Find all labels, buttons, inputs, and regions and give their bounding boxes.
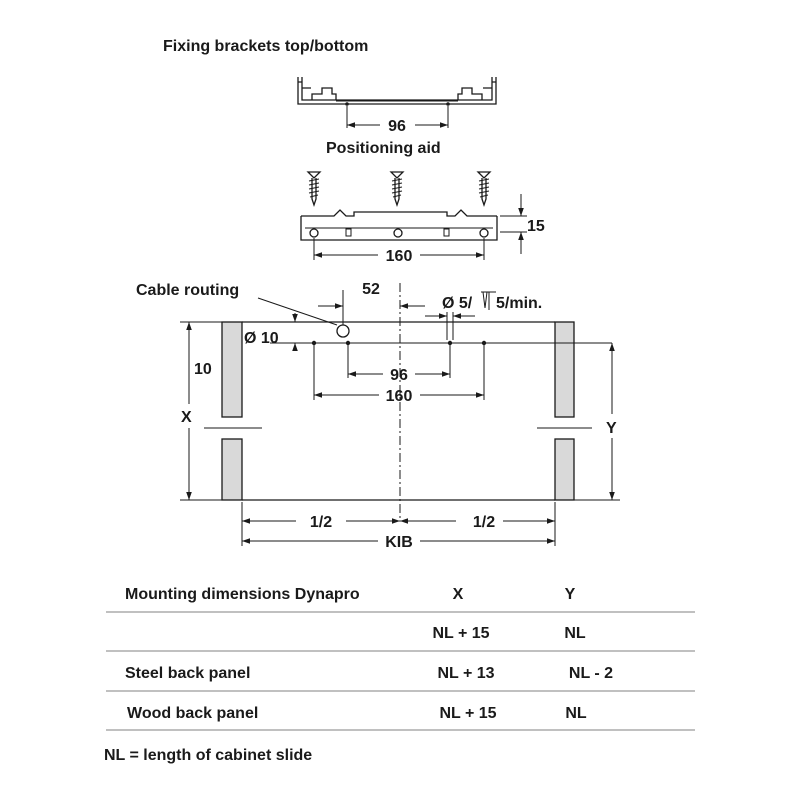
- table-header-x: X: [453, 586, 464, 603]
- cable-diameter-label: Ø 10: [244, 330, 279, 347]
- cabinet-outline: [204, 283, 592, 520]
- cable-routing-label: Cable routing: [136, 282, 239, 299]
- half-right-label: 1/2: [473, 514, 495, 531]
- footnote: NL = length of cabinet slide: [104, 747, 312, 764]
- aid-spacing-dimension: 160: [313, 238, 485, 265]
- inner-96-dimension: 96: [347, 345, 451, 384]
- row-y-value: NL: [564, 625, 586, 642]
- row-y-value: NL: [565, 705, 587, 722]
- screw-icon: [389, 171, 405, 208]
- x-dimension: X: [180, 321, 222, 501]
- cable-offset-dimension: 52: [318, 281, 425, 325]
- aid-spacing-label: 160: [386, 248, 413, 265]
- aid-height-dimension: 15: [500, 194, 545, 254]
- hole-markers: [270, 324, 612, 346]
- row-label: Steel back panel: [125, 665, 250, 682]
- table-row: Wood back panel NL + 15 NL: [127, 705, 587, 722]
- hole-spec-label: Ø 5/: [442, 295, 473, 312]
- row-x-value: NL + 15: [432, 625, 489, 642]
- table-header-y: Y: [565, 586, 576, 603]
- inner-160-dimension: 160: [313, 345, 485, 405]
- hole-depth-label: 5/min.: [496, 295, 542, 312]
- bracket-spacing-dimension: 96: [346, 106, 449, 135]
- mounting-table: Mounting dimensions Dynapro X Y NL + 15 …: [106, 586, 695, 731]
- depth-icon: [481, 291, 496, 310]
- screw-icon: [476, 171, 492, 208]
- half-dimensions: 1/2 1/2: [241, 502, 556, 546]
- row-x-value: NL + 15: [439, 705, 496, 722]
- bracket-spacing-label: 96: [388, 118, 406, 135]
- fixing-brackets-heading: Fixing brackets top/bottom: [163, 38, 368, 55]
- y-label: Y: [606, 420, 617, 437]
- screw-icon: [306, 171, 322, 208]
- kib-label: KIB: [385, 534, 413, 551]
- table-title: Mounting dimensions Dynapro: [125, 586, 360, 603]
- inner-96-label: 96: [390, 367, 408, 384]
- inner-160-label: 160: [386, 388, 413, 405]
- cable-diameter-dimension: Ø 10: [244, 313, 336, 351]
- half-left-label: 1/2: [310, 514, 332, 531]
- top-offset-label: 10: [194, 361, 212, 378]
- kib-dimension: KIB: [242, 534, 555, 551]
- positioning-aid-drawing: [300, 209, 498, 241]
- x-label: X: [181, 409, 192, 426]
- positioning-aid-heading: Positioning aid: [326, 140, 441, 157]
- y-dimension: Y: [574, 343, 620, 501]
- aid-height-label: 15: [527, 218, 545, 235]
- table-row: Steel back panel NL + 13 NL - 2: [125, 665, 613, 682]
- hole-spec-dimension: Ø 5/ 5/min.: [425, 291, 542, 340]
- table-row: NL + 15 NL: [432, 625, 585, 642]
- cable-routing-leader: [257, 297, 338, 326]
- row-label: Wood back panel: [127, 705, 258, 722]
- fixing-bracket-drawing: [297, 77, 497, 106]
- row-y-value: NL - 2: [569, 665, 613, 682]
- row-x-value: NL + 13: [437, 665, 494, 682]
- cable-offset-label: 52: [362, 281, 380, 298]
- cable-hole-icon: [336, 324, 350, 338]
